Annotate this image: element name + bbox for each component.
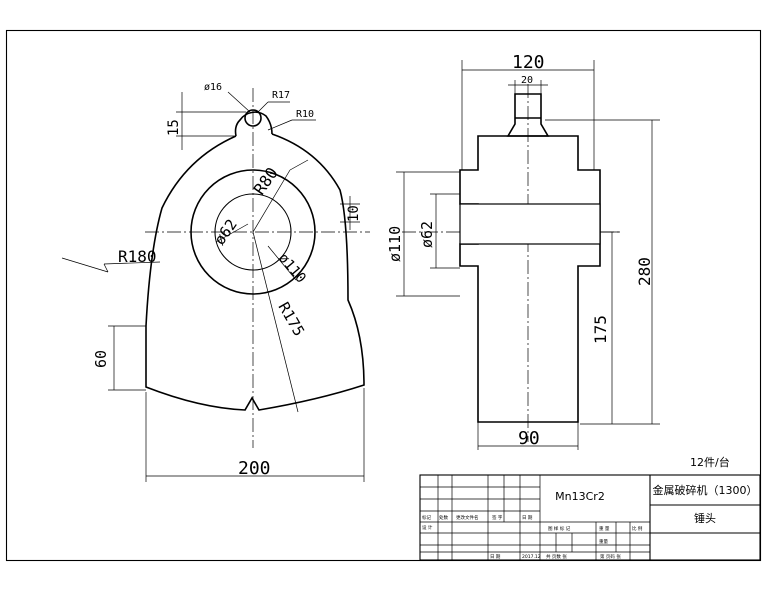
product-name: 金属破碎机（1300） [653, 483, 758, 497]
dim-height-10: 10 [346, 205, 362, 222]
dim-diameter-62-left: ø62 [211, 216, 241, 249]
dim-height-15: 15 [166, 119, 182, 136]
dim-width-20: 20 [521, 75, 533, 86]
dim-height-175: 175 [591, 315, 610, 344]
title-block [419, 474, 761, 561]
dim-height-60: 60 [92, 350, 110, 368]
dim-radius-180: R180 [118, 247, 157, 266]
dim-radius-175: R175 [275, 299, 309, 339]
tb-weight2: 重量 [599, 538, 608, 545]
part-name: 锤头 [694, 511, 716, 525]
tb-year: 2017.12 [522, 554, 541, 560]
tb-total-sheets: 共 页数 张 [546, 553, 567, 560]
tb-stage: 图 样 标 记 [548, 525, 571, 532]
tb-sign: 签 字 [492, 514, 503, 521]
tb-audit-date: 日 期 [490, 554, 501, 560]
section-view [340, 60, 660, 450]
dim-width-200: 200 [238, 458, 271, 479]
dim-diameter-62-right: ø62 [418, 221, 436, 248]
tb-file: 更改文件名 [456, 514, 479, 521]
front-view [61, 88, 370, 482]
dim-diameter-16: ø16 [204, 82, 222, 93]
dim-radius-80: R80 [250, 164, 282, 199]
dim-radius-17: R17 [272, 90, 290, 101]
tb-weight: 重 量 [599, 525, 610, 532]
material-label: Mn13Cr2 [555, 490, 605, 503]
dim-width-120: 120 [512, 52, 545, 73]
dim-diameter-110-right: ø110 [386, 226, 404, 262]
dim-height-280: 280 [635, 257, 654, 286]
dim-radius-10: R10 [296, 109, 314, 120]
tb-page-number: 第 页码 张 [600, 553, 621, 560]
drawing-border [5, 29, 762, 562]
dim-width-90: 90 [518, 428, 540, 449]
tb-scale: 比 例 [632, 525, 643, 532]
quantity-note: 12件/台 [690, 455, 730, 469]
tb-mark: 标记 [422, 514, 431, 521]
tb-count: 处数 [439, 514, 448, 521]
tb-design: 设 计 [422, 524, 433, 531]
tb-date: 日 期 [522, 515, 533, 521]
